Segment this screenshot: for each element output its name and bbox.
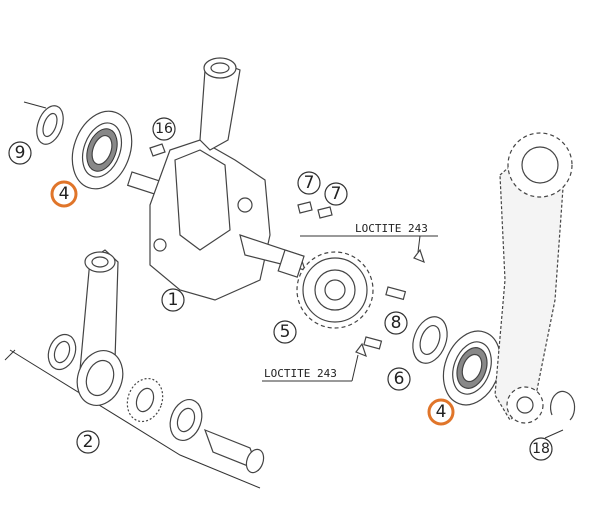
svg-text:5: 5 [280, 322, 291, 342]
svg-text:4: 4 [436, 402, 447, 422]
svg-text:2: 2 [83, 432, 94, 452]
callout-7-a: 7 [297, 171, 321, 195]
svg-text:6: 6 [394, 369, 405, 389]
washer-part [412, 316, 448, 364]
callout-4-right: 4 [427, 398, 455, 426]
loctite-label-bottom: LOCTITE 243 [264, 367, 337, 380]
svg-text:7: 7 [331, 184, 342, 204]
circlip-part [544, 390, 576, 439]
callout-4-left: 4 [50, 180, 78, 208]
callout-7-b: 7 [324, 182, 348, 206]
svg-text:4: 4 [59, 184, 70, 204]
timing-chain [494, 132, 573, 424]
seal-ring-part [23, 101, 64, 145]
woodruff-keys [149, 143, 333, 219]
callout-18: 18 [529, 437, 553, 461]
svg-text:18: 18 [532, 441, 550, 457]
callout-8: 8 [384, 311, 408, 335]
callout-9: 9 [8, 141, 32, 165]
svg-text:9: 9 [15, 143, 26, 163]
svg-text:8: 8 [391, 313, 402, 333]
right-bearing-part [442, 330, 502, 406]
gear-part [296, 251, 374, 329]
callout-1: 1 [161, 288, 185, 312]
callout-6: 6 [387, 367, 411, 391]
bolts [355, 248, 425, 358]
callout-16: 16 [152, 117, 176, 141]
crankshaft-part [126, 57, 306, 301]
conrod-kit-part [4, 249, 265, 489]
loctite-label-top: LOCTITE 243 [355, 222, 428, 235]
leader-lines [262, 235, 438, 382]
callout-5: 5 [273, 320, 297, 344]
left-bearing-part [71, 110, 133, 190]
callout-2: 2 [76, 430, 100, 454]
svg-text:16: 16 [155, 121, 173, 137]
svg-text:7: 7 [304, 173, 315, 193]
svg-text:1: 1 [168, 290, 179, 310]
